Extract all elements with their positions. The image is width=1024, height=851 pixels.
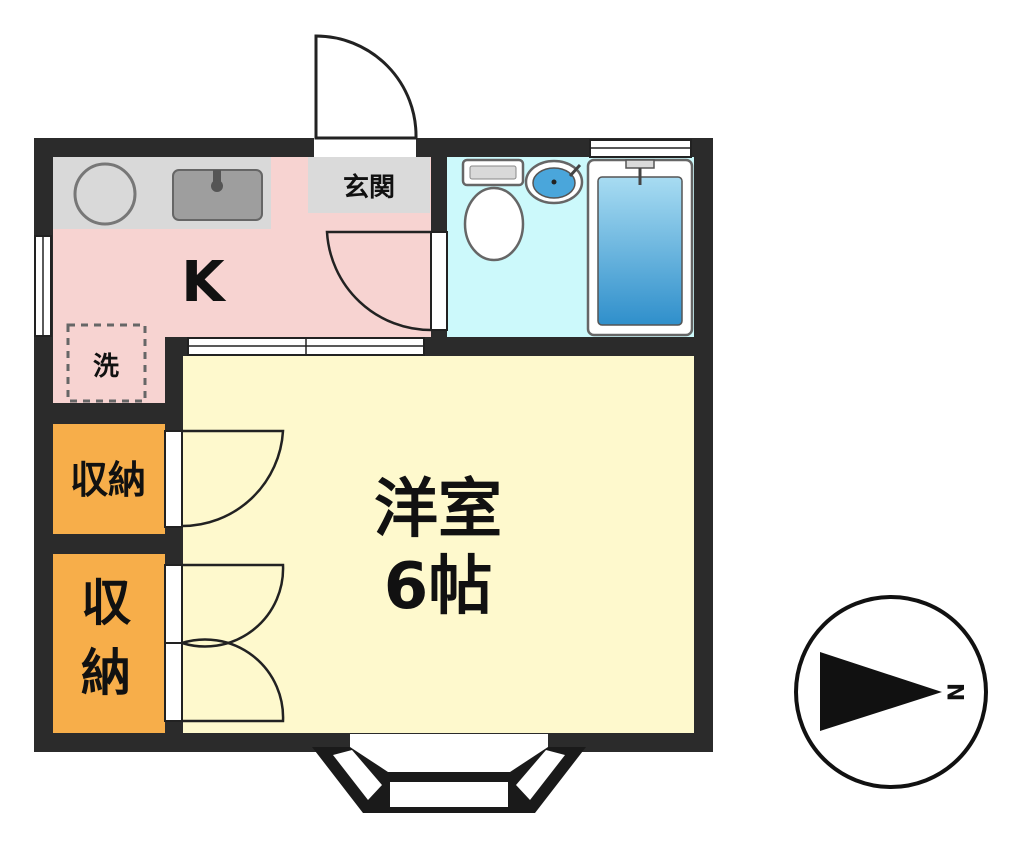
bay-window-center-pane — [390, 782, 508, 807]
entrance-area — [308, 157, 430, 213]
western-room-label: 洋室 — [374, 473, 502, 547]
basin-faucet-icon — [568, 163, 582, 178]
shower-head-icon — [625, 159, 655, 169]
compass: N — [794, 595, 988, 789]
basin-drain-icon — [551, 179, 557, 185]
storage-lower-label-2: 納 — [81, 644, 131, 702]
entrance-door-opening — [314, 138, 416, 157]
bathroom-door-swing — [325, 230, 432, 332]
entrance-door-swing — [314, 34, 418, 140]
washer-label: 洗 — [93, 352, 119, 382]
bathroom-door-frame — [430, 231, 448, 331]
bay-window-frame — [312, 747, 586, 813]
storage-upper-door-frame — [164, 430, 183, 528]
faucet-tip-icon — [211, 180, 223, 192]
toilet-bowl-icon — [463, 186, 525, 262]
bay-window-right-pane — [516, 750, 565, 800]
storage-upper-label: 収納 — [70, 458, 146, 502]
storage-lower-door-swing-bottom — [181, 638, 285, 723]
storage-upper — [53, 424, 165, 534]
storage-lower-label-1: 収 — [81, 574, 131, 632]
room-size-label: 6帖 — [384, 550, 493, 624]
storage-lower — [53, 554, 165, 733]
entrance-label: 玄関 — [343, 172, 395, 203]
kitchen-label: K — [181, 250, 227, 315]
compass-arrow-icon — [820, 652, 942, 731]
storage-upper-door-swing — [181, 429, 285, 528]
bay-window-left-pane — [333, 750, 382, 800]
bathtub-water — [597, 176, 683, 326]
toilet-tank-lid — [469, 165, 517, 180]
faucet-icon — [213, 170, 221, 187]
storage-lower-door-swing-top — [181, 563, 285, 648]
bay-window-opening — [350, 734, 548, 752]
compass-north-label: N — [945, 683, 970, 701]
stove-burner-icon — [73, 162, 137, 226]
